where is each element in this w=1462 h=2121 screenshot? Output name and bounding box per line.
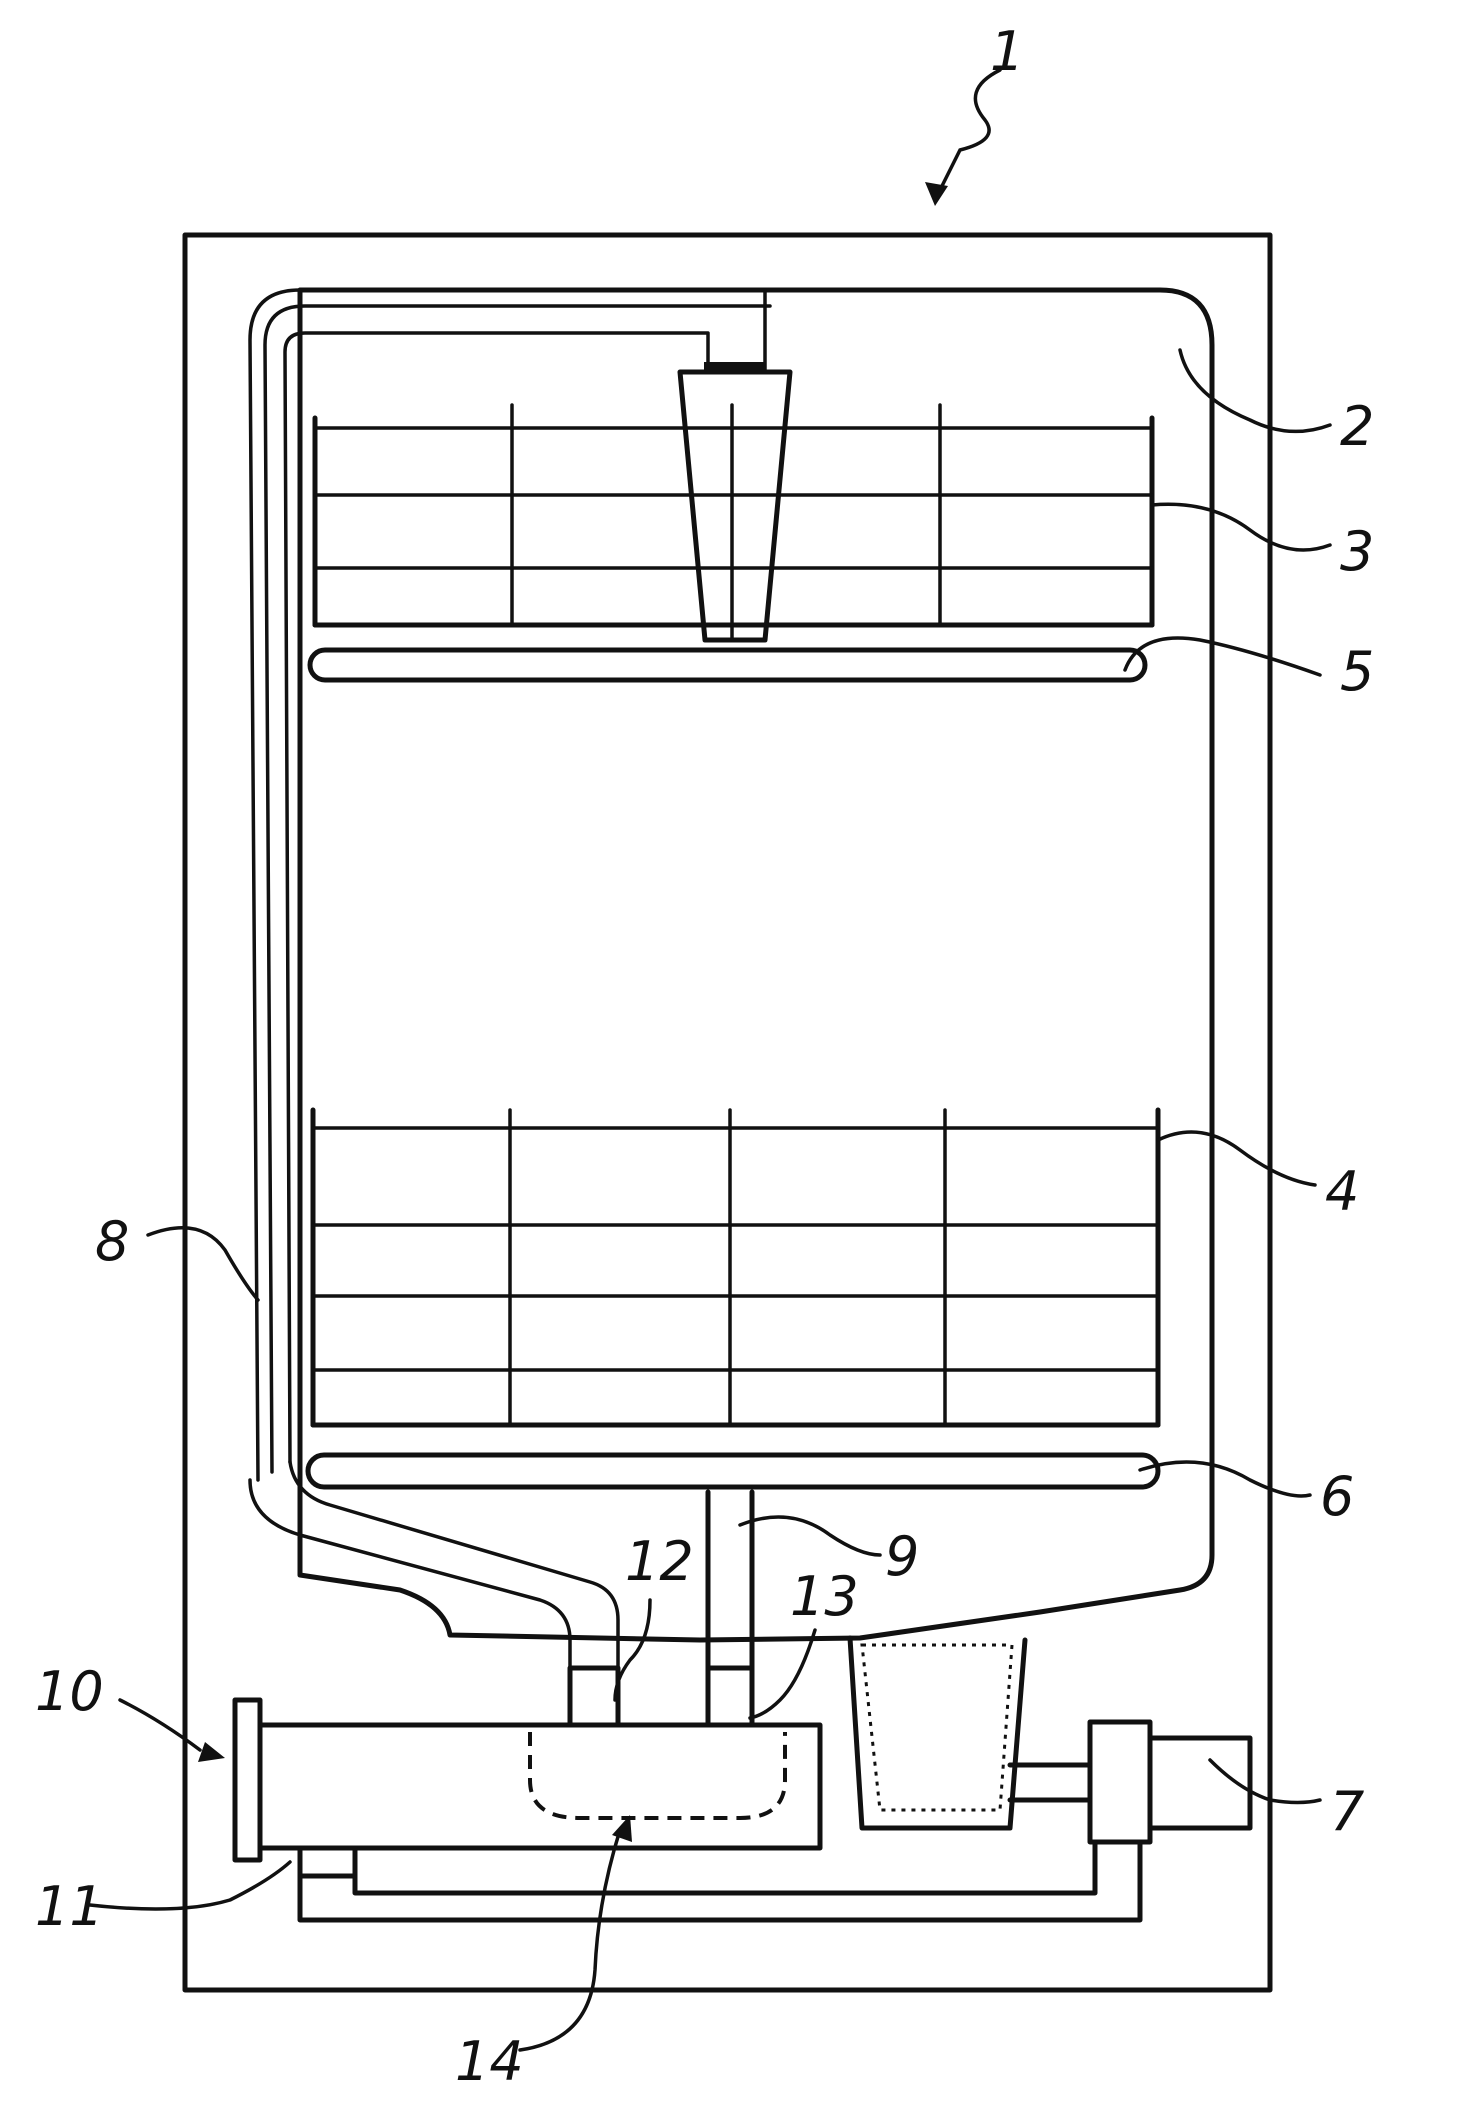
leader-11: [90, 1862, 290, 1909]
heater-housing: [260, 1725, 820, 1848]
leader-9: [740, 1517, 880, 1555]
leader-8: [148, 1228, 258, 1300]
label-13: 13: [790, 1565, 859, 1628]
connection-11: [300, 1848, 355, 1876]
label-1: 1: [990, 20, 1024, 83]
sump-dotted: [862, 1645, 1012, 1810]
pump-inlet: [1010, 1765, 1090, 1800]
wash-chamber-outline: [300, 290, 1212, 1640]
supply-pipe: [708, 1492, 752, 1725]
heater-end-flange: [235, 1700, 260, 1860]
label-7: 7: [1330, 1780, 1364, 1843]
return-pipe: [300, 1842, 1140, 1920]
leader-13: [750, 1630, 815, 1718]
label-10: 10: [35, 1660, 104, 1723]
pump-body: [1090, 1722, 1150, 1842]
label-12: 12: [625, 1530, 694, 1593]
leader-10: [120, 1700, 200, 1750]
label-5: 5: [1340, 640, 1374, 703]
label-6: 6: [1320, 1465, 1354, 1528]
label-2: 2: [1340, 395, 1374, 458]
upper-rack: [315, 405, 1152, 640]
leader-6: [1140, 1462, 1310, 1496]
arrowhead-1: [925, 182, 948, 206]
upper-spray-distributor: [680, 372, 790, 640]
connection-13: [708, 1668, 752, 1725]
upper-spray-arm: [310, 650, 1145, 680]
leader-2: [1180, 350, 1330, 431]
leader-3: [1152, 504, 1330, 550]
label-8: 8: [95, 1210, 129, 1273]
leader-4: [1158, 1132, 1315, 1185]
leader-1: [935, 70, 1000, 200]
label-4: 4: [1325, 1160, 1359, 1223]
connection-12: [570, 1668, 618, 1725]
label-9: 9: [885, 1525, 919, 1588]
leader-14: [520, 1830, 620, 2050]
label-14: 14: [455, 2030, 524, 2093]
lower-rack: [313, 1110, 1158, 1425]
supply-line-tube-inner: [285, 333, 708, 1462]
arrowhead-10: [198, 1742, 225, 1762]
label-3: 3: [1340, 520, 1374, 583]
lower-spray-arm: [308, 1455, 1158, 1487]
leader-5: [1125, 638, 1320, 675]
distributor-cap: [704, 362, 766, 374]
sump-outer: [850, 1638, 1025, 1828]
chamber-14-dashed: [530, 1732, 785, 1818]
label-11: 11: [35, 1875, 104, 1938]
leader-7: [1210, 1760, 1320, 1803]
